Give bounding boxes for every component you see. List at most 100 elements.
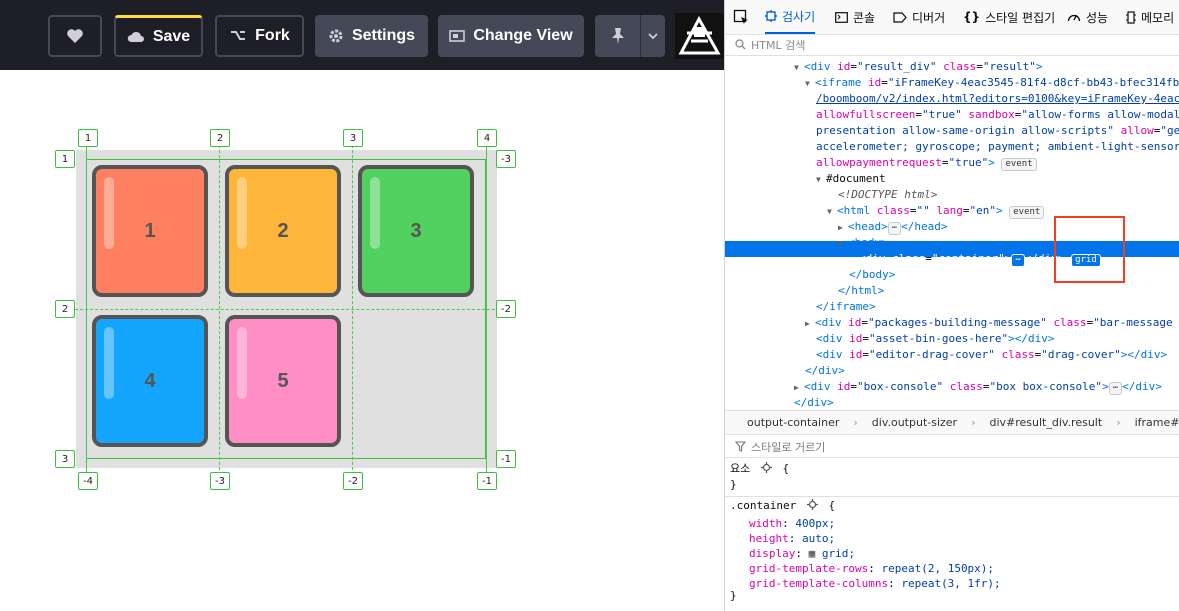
css-declaration[interactable]: grid-template-columns: repeat(3, 1fr); <box>749 576 1001 592</box>
tab-debugger[interactable]: 디버거 <box>893 0 945 34</box>
tab-performance[interactable]: 성능 <box>1067 0 1108 34</box>
col-line-label-bottom: -3 <box>210 472 230 490</box>
css-value[interactable]: repeat(3, 1fr); <box>901 577 1000 590</box>
css-colon: : <box>868 562 881 575</box>
tab-inspector[interactable]: 검사기 <box>765 0 815 34</box>
save-button[interactable]: Save <box>114 15 203 57</box>
markup-node[interactable]: ▼#document <box>827 171 886 187</box>
markup-node-text: </html> <box>838 284 884 297</box>
node-icon[interactable] <box>807 499 818 510</box>
markup-node[interactable]: presentation allow-same-origin allow-scr… <box>816 123 1179 139</box>
row-line-label-right: -3 <box>496 150 516 168</box>
user-avatar[interactable] <box>675 13 724 59</box>
change-view-label: Change View <box>473 27 572 45</box>
markup-node[interactable]: allowpaymentrequest="true"> event <box>816 155 1037 171</box>
tab-memory[interactable]: 메모리 <box>1126 0 1174 34</box>
expand-closed-icon[interactable]: ▶ <box>805 316 815 332</box>
markup-node[interactable]: accelerometer; gyroscope; payment; ambie… <box>816 139 1179 155</box>
breadcrumb-item[interactable]: iframe#iFrameKey-4 <box>1135 416 1179 429</box>
markup-node[interactable]: ▼<div id="result_div" class="result"> <box>805 59 1042 75</box>
expand-open-icon[interactable]: ▼ <box>794 60 804 76</box>
css-value[interactable]: 400px; <box>795 517 835 530</box>
markup-node[interactable]: <!DOCTYPE html> <box>838 187 937 203</box>
grid-item-label: 3 <box>410 220 421 243</box>
grid-item-3: 3 <box>358 165 474 297</box>
css-property[interactable]: width <box>749 517 782 530</box>
container-rule-selector: .container <box>730 499 796 512</box>
col-line-label-bottom: -1 <box>477 472 497 490</box>
node-icon[interactable] <box>761 462 772 473</box>
breadcrumb-item[interactable]: output-container <box>747 416 839 429</box>
markup-node[interactable]: </html> <box>838 283 884 299</box>
markup-node[interactable]: </body> <box>849 267 895 283</box>
markup-node[interactable]: <div id="editor-drag-cover" class="drag-… <box>816 347 1167 363</box>
codepen-panel: Save Fork Settings Change View <box>0 0 724 611</box>
markup-node-text: #document <box>826 172 886 185</box>
save-label: Save <box>153 28 190 46</box>
css-declaration[interactable]: height: auto; <box>749 531 835 547</box>
css-colon: : <box>789 532 802 545</box>
expand-closed-icon[interactable]: ▶ <box>838 220 848 236</box>
markup-node-text: </div> <box>794 396 834 408</box>
markup-node[interactable]: ▼<iframe id="iFrameKey-4eac3545-81f4-d8c… <box>816 75 1179 91</box>
markup-node-text: </body> <box>849 268 895 281</box>
html-search-input[interactable]: HTML 검색 <box>725 34 1179 56</box>
tab-style-editor[interactable]: {} 스타일 편집기 <box>963 0 1055 34</box>
chevron-down-icon <box>648 33 658 39</box>
console-icon <box>835 12 848 23</box>
fork-button[interactable]: Fork <box>215 15 304 57</box>
pin-icon <box>610 27 626 45</box>
css-value[interactable]: auto; <box>802 532 835 545</box>
tab-console[interactable]: 콘솔 <box>835 0 875 34</box>
markup-node[interactable]: allowfullscreen="true" sandbox="allow-fo… <box>816 107 1179 123</box>
style-filter-placeholder: 스타일로 거르기 <box>751 439 825 455</box>
markup-node[interactable]: </div> <box>794 395 834 408</box>
pick-element-button[interactable] <box>733 0 755 34</box>
markup-node[interactable]: ▶<div id="box-console" class="box box-co… <box>805 379 1162 395</box>
css-value[interactable]: grid; <box>822 547 855 560</box>
change-view-button[interactable]: Change View <box>438 15 584 57</box>
breadcrumb-item[interactable]: div#result_div.result <box>989 416 1102 429</box>
markup-node[interactable]: <div id="asset-bin-goes-here"></div> <box>816 331 1054 347</box>
css-declaration[interactable]: display: ▦ grid; <box>749 546 855 562</box>
container-rule-open-brace: { <box>828 499 835 512</box>
expand-open-icon[interactable]: ▼ <box>827 204 837 220</box>
expand-open-icon[interactable]: ▼ <box>805 76 815 92</box>
css-property[interactable]: grid-template-columns <box>749 577 888 590</box>
pin-dropdown-button[interactable] <box>641 15 665 57</box>
markup-node[interactable]: </div> <box>805 363 845 379</box>
expand-open-icon[interactable]: ▼ <box>816 172 826 188</box>
pin-button[interactable] <box>595 15 640 57</box>
grid-item-2: 2 <box>225 165 341 297</box>
settings-button[interactable]: Settings <box>315 15 428 57</box>
markup-node-text: </div> <box>805 364 845 377</box>
search-icon <box>735 39 746 50</box>
style-filter-input[interactable]: 스타일로 거르기 <box>725 436 1179 458</box>
grid-item-shine <box>104 327 114 399</box>
css-property[interactable]: display <box>749 547 795 560</box>
css-property[interactable]: grid-template-rows <box>749 562 868 575</box>
markup-node[interactable]: ▶<div id="packages-building-message" cla… <box>816 315 1173 331</box>
breadcrumb-item[interactable]: div.output-sizer <box>872 416 957 429</box>
markup-node[interactable]: /boomboom/v2/index.html?editors=0100&key… <box>816 91 1179 107</box>
markup-node[interactable]: ▼<body> <box>849 235 888 251</box>
expand-closed-icon[interactable]: ▶ <box>849 252 859 268</box>
love-button[interactable] <box>48 15 102 57</box>
grid-item-label: 2 <box>277 220 288 243</box>
avatar-icon <box>675 13 724 59</box>
rules-view: 요소 { } .container { width: 400px;height:… <box>725 458 1179 611</box>
grid-icon[interactable]: ▦ <box>809 547 822 560</box>
markup-node-text: /boomboom/v2/index.html?editors=0100&key… <box>816 92 1179 105</box>
grid-item-label: 5 <box>277 370 288 393</box>
css-declaration[interactable]: width: 400px; <box>749 516 835 532</box>
css-property[interactable]: height <box>749 532 789 545</box>
css-value[interactable]: repeat(2, 150px); <box>881 562 994 575</box>
expand-closed-icon[interactable]: ▶ <box>794 380 804 396</box>
css-declaration[interactable]: grid-template-rows: repeat(2, 150px); <box>749 561 994 577</box>
breadcrumb-separator: › <box>971 416 975 429</box>
markup-node[interactable]: ▼<html class="" lang="en"> event <box>838 203 1044 219</box>
expand-open-icon[interactable]: ▼ <box>838 236 848 252</box>
markup-node[interactable]: </iframe> <box>816 299 876 315</box>
markup-node-text: allowfullscreen="true" sandbox="allow-fo… <box>816 108 1179 121</box>
markup-node[interactable]: ▶<head>⋯</head> <box>849 219 948 235</box>
